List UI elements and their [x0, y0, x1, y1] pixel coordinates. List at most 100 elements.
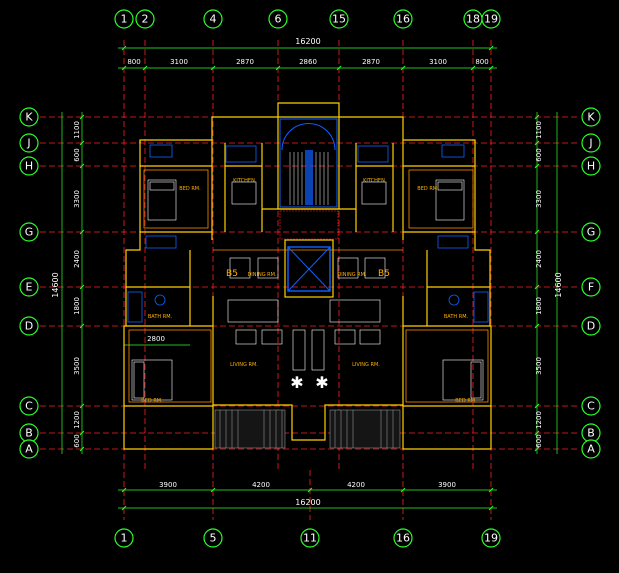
right-dims: 1100 600 3300 2400 1800 3500 1200 600 14…: [535, 121, 563, 448]
inner-wall-lines: [128, 169, 489, 403]
axis-bubble: K: [19, 107, 39, 127]
unit-label: B5: [378, 269, 390, 279]
svg-text:✱: ✱: [315, 373, 328, 392]
axis-bubble: 2: [135, 9, 155, 29]
room-label: DINING RM.: [247, 272, 277, 278]
bottom-dim: 3900: [159, 481, 177, 489]
room-label: BED RM.: [141, 398, 163, 404]
axis-bubble: F: [581, 277, 601, 297]
stair-core: [279, 118, 339, 292]
bottom-dim: 4200: [252, 481, 270, 489]
right-dim: 2400: [535, 250, 543, 268]
right-dim: 1800: [535, 297, 543, 315]
room-label: BATH RM.: [444, 314, 469, 320]
svg-text:J: J: [26, 137, 30, 150]
bottom-axis-bubbles: 1 5 11 16 19: [114, 528, 501, 548]
svg-text:K: K: [587, 111, 595, 124]
svg-text:11: 11: [303, 532, 317, 545]
bottom-dim: 3900: [438, 481, 456, 489]
right-dim: 1100: [535, 121, 543, 139]
axis-bubble: 1: [114, 528, 134, 548]
svg-text:G: G: [25, 226, 34, 239]
room-label: KITCHEN: [363, 178, 385, 184]
svg-text:2: 2: [142, 13, 149, 26]
svg-text:18: 18: [466, 13, 480, 26]
svg-text:B: B: [587, 427, 595, 440]
bottom-dim: 4200: [347, 481, 365, 489]
axis-bubble: 19: [481, 9, 501, 29]
left-dim: 1800: [73, 297, 81, 315]
axis-bubble: 11: [300, 528, 320, 548]
left-total-dim: 14600: [51, 272, 60, 297]
svg-text:✱: ✱: [290, 373, 303, 392]
left-dim: 1100: [73, 121, 81, 139]
svg-text:E: E: [26, 281, 33, 294]
svg-text:B: B: [25, 427, 33, 440]
axis-bubble: B: [581, 423, 601, 443]
axis-bubble: 16: [393, 9, 413, 29]
left-dim: 3300: [73, 190, 81, 208]
axis-bubble: A: [581, 439, 601, 459]
room-label: LIVING RM.: [230, 362, 258, 368]
axis-bubble: 6: [268, 9, 288, 29]
left-axis-bubbles: K J H G E D C B A: [19, 107, 39, 459]
bath-fixtures: [127, 144, 489, 323]
axis-bubble: A: [19, 439, 39, 459]
svg-text:A: A: [25, 443, 33, 456]
svg-text:D: D: [25, 320, 33, 333]
svg-text:16: 16: [396, 532, 410, 545]
room-label: BATH RM.: [148, 314, 173, 320]
inner-dim: 2800: [147, 335, 165, 343]
svg-text:H: H: [25, 160, 33, 173]
svg-text:5: 5: [210, 532, 217, 545]
svg-text:1: 1: [121, 13, 128, 26]
top-dim: 2870: [362, 58, 380, 66]
svg-text:K: K: [25, 111, 33, 124]
unit-label: B5: [226, 269, 238, 279]
axis-bubble: G: [19, 222, 39, 242]
furniture: [131, 179, 484, 401]
svg-text:19: 19: [484, 532, 498, 545]
right-dim: 3500: [535, 357, 543, 375]
axis-bubble: 4: [203, 9, 223, 29]
axis-bubble: J: [19, 133, 39, 153]
left-dims: 1100 600 3300 2400 1800 3500 1200 600 14…: [51, 121, 81, 448]
top-dim: 800: [127, 58, 140, 66]
top-dim: 800: [475, 58, 488, 66]
axis-bubble: D: [19, 316, 39, 336]
axis-bubble: H: [19, 156, 39, 176]
dimension-lines: [61, 47, 558, 509]
top-dim: 3100: [429, 58, 447, 66]
axis-grid: [40, 40, 578, 520]
room-label: DINING RM.: [337, 272, 367, 278]
right-axis-bubbles: K J H G F D C B A: [581, 107, 601, 459]
left-dim: 3500: [73, 357, 81, 375]
top-dim: 2870: [236, 58, 254, 66]
svg-text:19: 19: [484, 13, 498, 26]
axis-bubble: 19: [481, 528, 501, 548]
axis-bubble: G: [581, 222, 601, 242]
axis-bubble: K: [581, 107, 601, 127]
svg-text:16: 16: [396, 13, 410, 26]
right-dim: 1200: [535, 411, 543, 429]
svg-text:H: H: [587, 160, 595, 173]
walls: [123, 102, 492, 450]
top-total-dim: 16200: [295, 37, 320, 46]
svg-text:C: C: [587, 400, 595, 413]
left-dim: 1200: [73, 411, 81, 429]
svg-text:G: G: [587, 226, 596, 239]
axis-bubble: 15: [329, 9, 349, 29]
top-dim: 3100: [170, 58, 188, 66]
svg-text:F: F: [588, 281, 594, 294]
left-dim: 2400: [73, 250, 81, 268]
svg-text:15: 15: [332, 13, 346, 26]
axis-bubble: C: [581, 396, 601, 416]
svg-text:J: J: [588, 137, 592, 150]
dimension-ticks: [79, 45, 540, 511]
axis-bubble: B: [19, 423, 39, 443]
axis-bubble: 16: [393, 528, 413, 548]
svg-text:6: 6: [275, 13, 282, 26]
axis-bubble: D: [581, 316, 601, 336]
axis-bubble: 1: [114, 9, 134, 29]
